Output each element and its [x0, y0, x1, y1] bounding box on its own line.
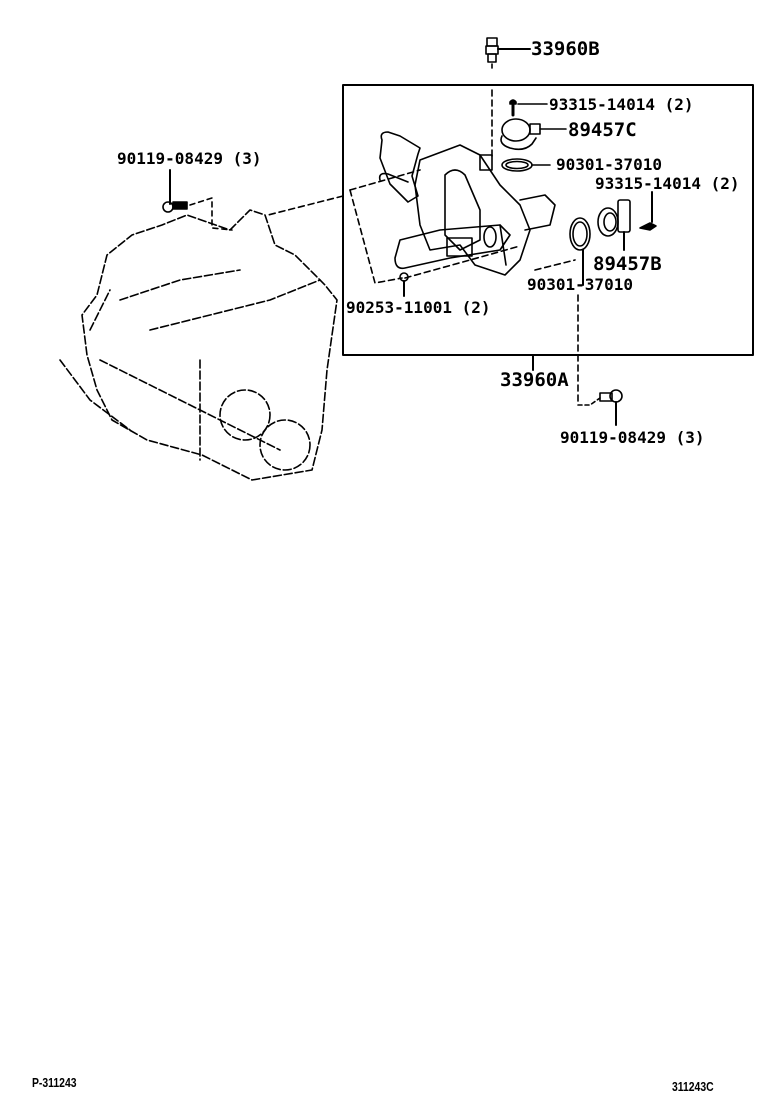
label-90119-08429-left: 90119-08429 (3): [117, 149, 262, 168]
sensor-89457c-icon: [501, 119, 566, 149]
screw-icon: [510, 100, 547, 115]
label-90253-11001: 90253-11001 (2): [346, 298, 491, 317]
label-89457c: 89457C: [568, 119, 637, 141]
label-33960a: 33960A: [500, 369, 569, 391]
assembly-box: [343, 85, 753, 355]
bolt-left-icon: [163, 170, 232, 230]
o-ring-right-icon: [570, 218, 590, 285]
shift-assembly-housing-icon: [380, 132, 555, 275]
plug-33960b-icon: [486, 38, 530, 68]
bolt-right-icon: [600, 390, 622, 425]
o-ring-icon: [502, 159, 550, 171]
screw-right-icon: [640, 192, 656, 230]
sensor-89457b-icon: [598, 200, 630, 250]
label-90301-37010-right: 90301-37010: [527, 275, 633, 294]
pin-icon: [400, 273, 408, 296]
label-33960b: 33960B: [531, 38, 600, 60]
transmission-case-icon: [60, 210, 337, 480]
label-93315-14014-right: 93315-14014 (2): [595, 174, 740, 193]
diagram-code-left: P-311243: [32, 1075, 77, 1090]
diagram-code-right: 311243C: [672, 1079, 714, 1094]
label-90119-08429-right: 90119-08429 (3): [560, 428, 705, 447]
label-89457b: 89457B: [593, 253, 662, 275]
label-93315-14014-top: 93315-14014 (2): [549, 95, 694, 114]
label-90301-37010-top: 90301-37010: [556, 155, 662, 174]
